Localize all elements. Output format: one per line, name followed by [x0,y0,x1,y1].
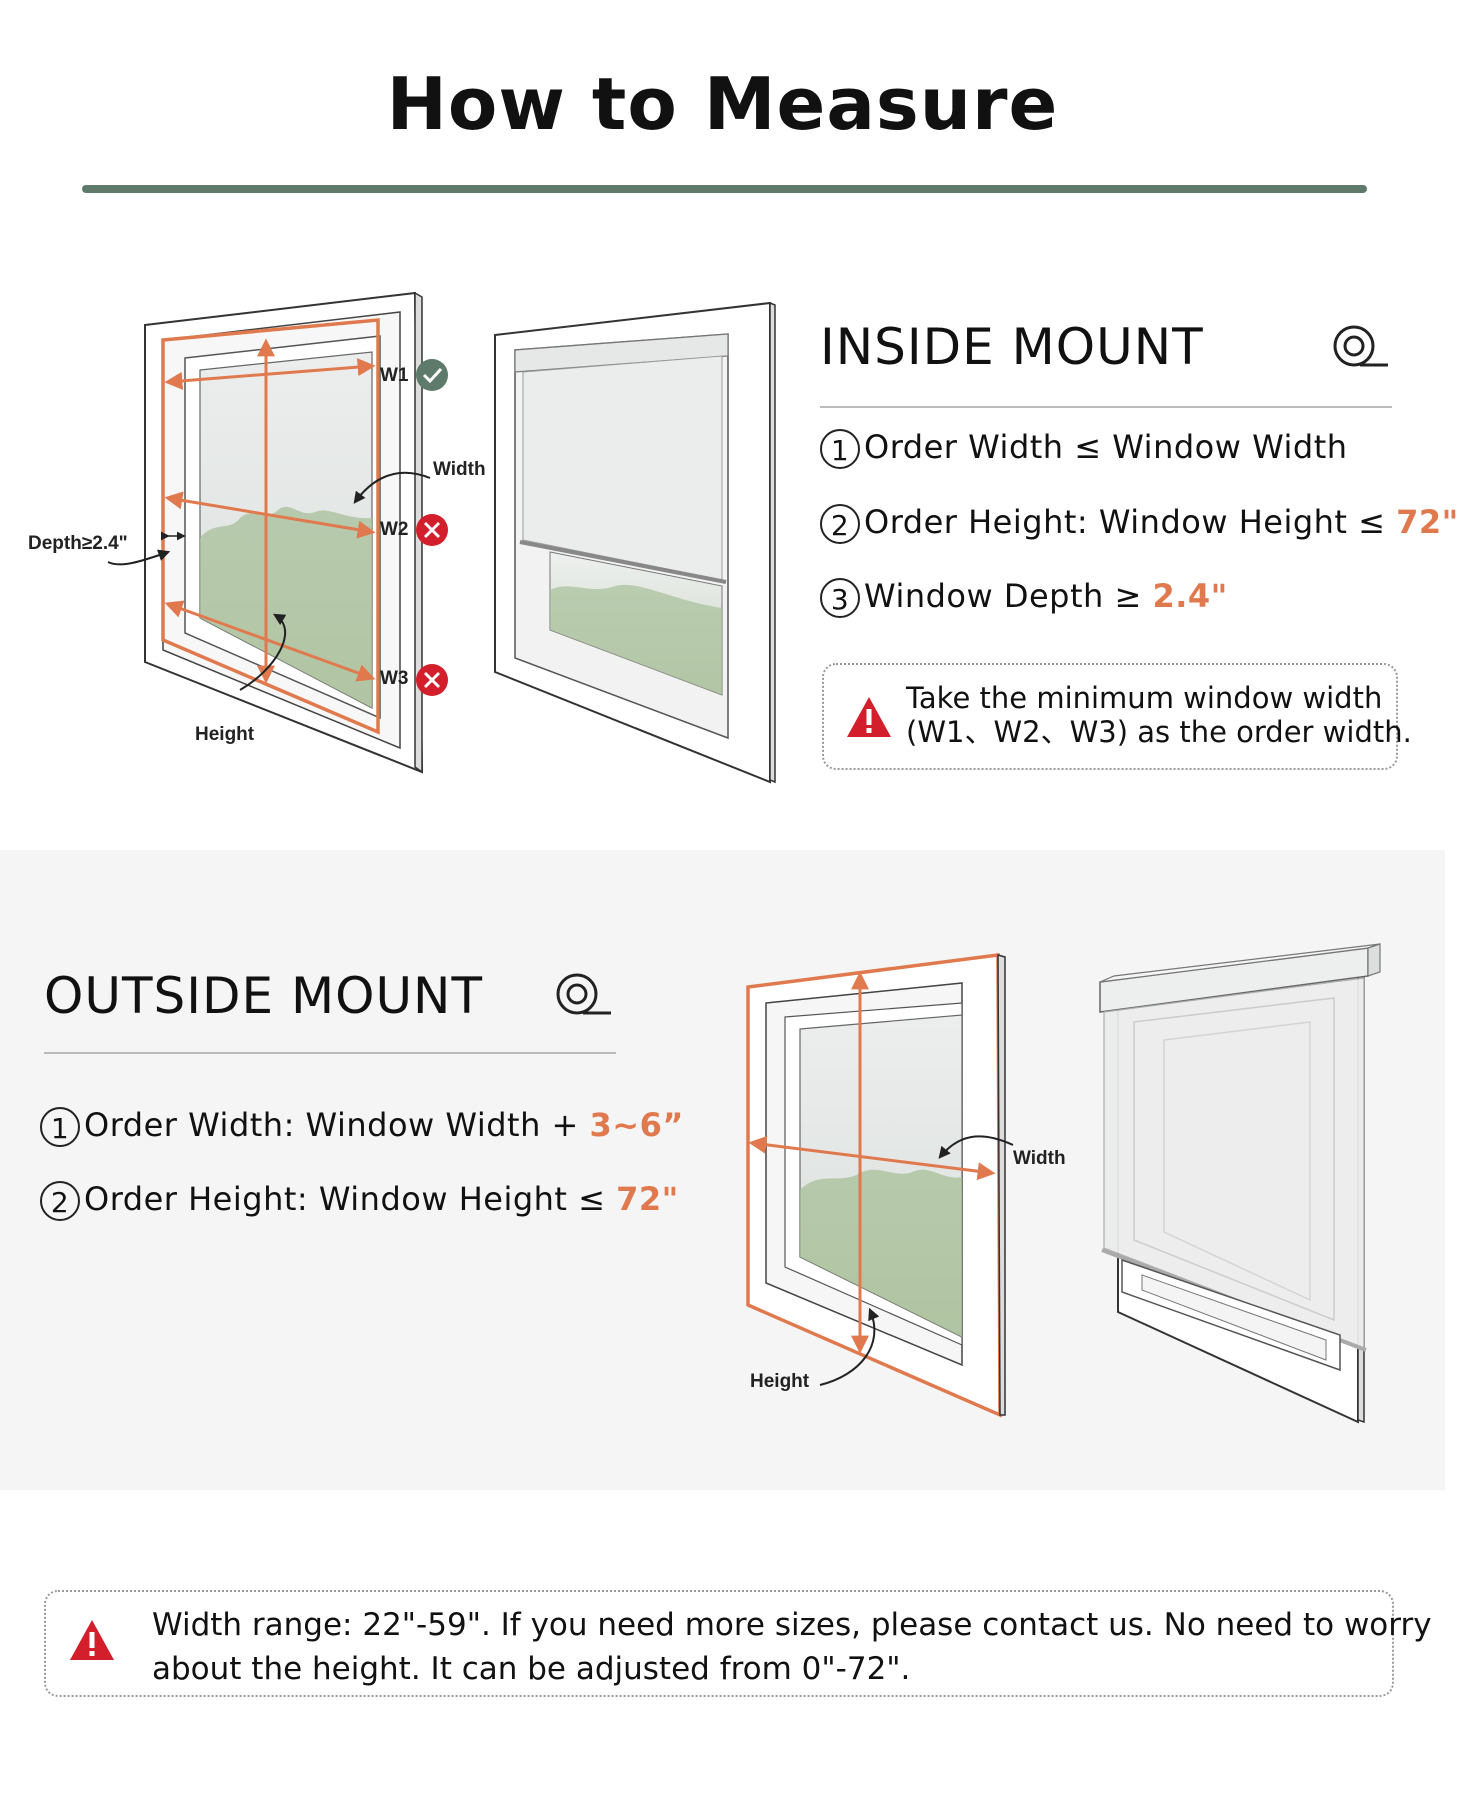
cross-circle-icon [416,664,448,696]
step-number: 1 [40,1107,80,1147]
width-label: Width [433,459,486,480]
inside-mount-window-diagram: W1 W2 W3 Width Height Depth≥2.4" [28,291,486,774]
height-label: Height [750,1371,810,1392]
item-text: Window Depth ≥ [864,577,1153,615]
w3-label: W3 [380,668,409,689]
item-accent: 72" [1396,503,1459,541]
outside-mount-window-diagram: Width Height [746,953,1066,1418]
item-text: Order Height: Window Height ≤ [84,1180,617,1218]
step-number: 1 [820,429,860,469]
item-accent: 2.4" [1152,577,1228,615]
inside-note-box [822,663,1398,770]
measuring-tape-icon [1333,325,1388,367]
cross-circle-icon [416,514,448,546]
footer-note-line2: about the height. It can be adjusted fro… [152,1651,911,1687]
w2-label: W2 [380,519,409,540]
warning-triangle-icon [847,697,891,737]
inside-note-line1: Take the minimum window width [906,681,1383,715]
check-circle-icon [416,359,448,391]
depth-label: Depth≥2.4" [28,533,128,554]
step-number: 2 [820,504,860,544]
inside-heading-divider [820,406,1392,408]
width-label: Width [1013,1148,1066,1169]
inside-mount-heading: INSIDE MOUNT [820,318,1204,376]
item-text: Order Width: Window Width + [84,1106,590,1144]
outside-mount-heading: OUTSIDE MOUNT [44,967,484,1025]
step-number: 3 [820,578,860,618]
item-text: Order Height: Window Height ≤ [864,503,1397,541]
outside-mount-shade-diagram [1099,943,1381,1424]
height-label: Height [195,724,255,745]
title-divider [82,185,1367,193]
inside-note-line2: (W1、W2、W3) as the order width. [906,715,1412,749]
outside-heading-divider [44,1052,616,1054]
inside-mount-shade-diagram [494,301,776,784]
item-accent: 72" [616,1180,679,1218]
item-text: Order Width ≤ Window Width [864,428,1348,466]
footer-note-line1: Width range: 22"-59". If you need more s… [152,1607,1432,1643]
warning-triangle-icon [70,1620,114,1660]
item-accent: 3~6” [589,1106,684,1144]
page-title: How to Measure [386,62,1059,146]
measuring-tape-icon [556,973,611,1015]
step-number: 2 [40,1181,80,1221]
footer-note-box [44,1590,1394,1697]
w1-label: W1 [380,365,409,386]
